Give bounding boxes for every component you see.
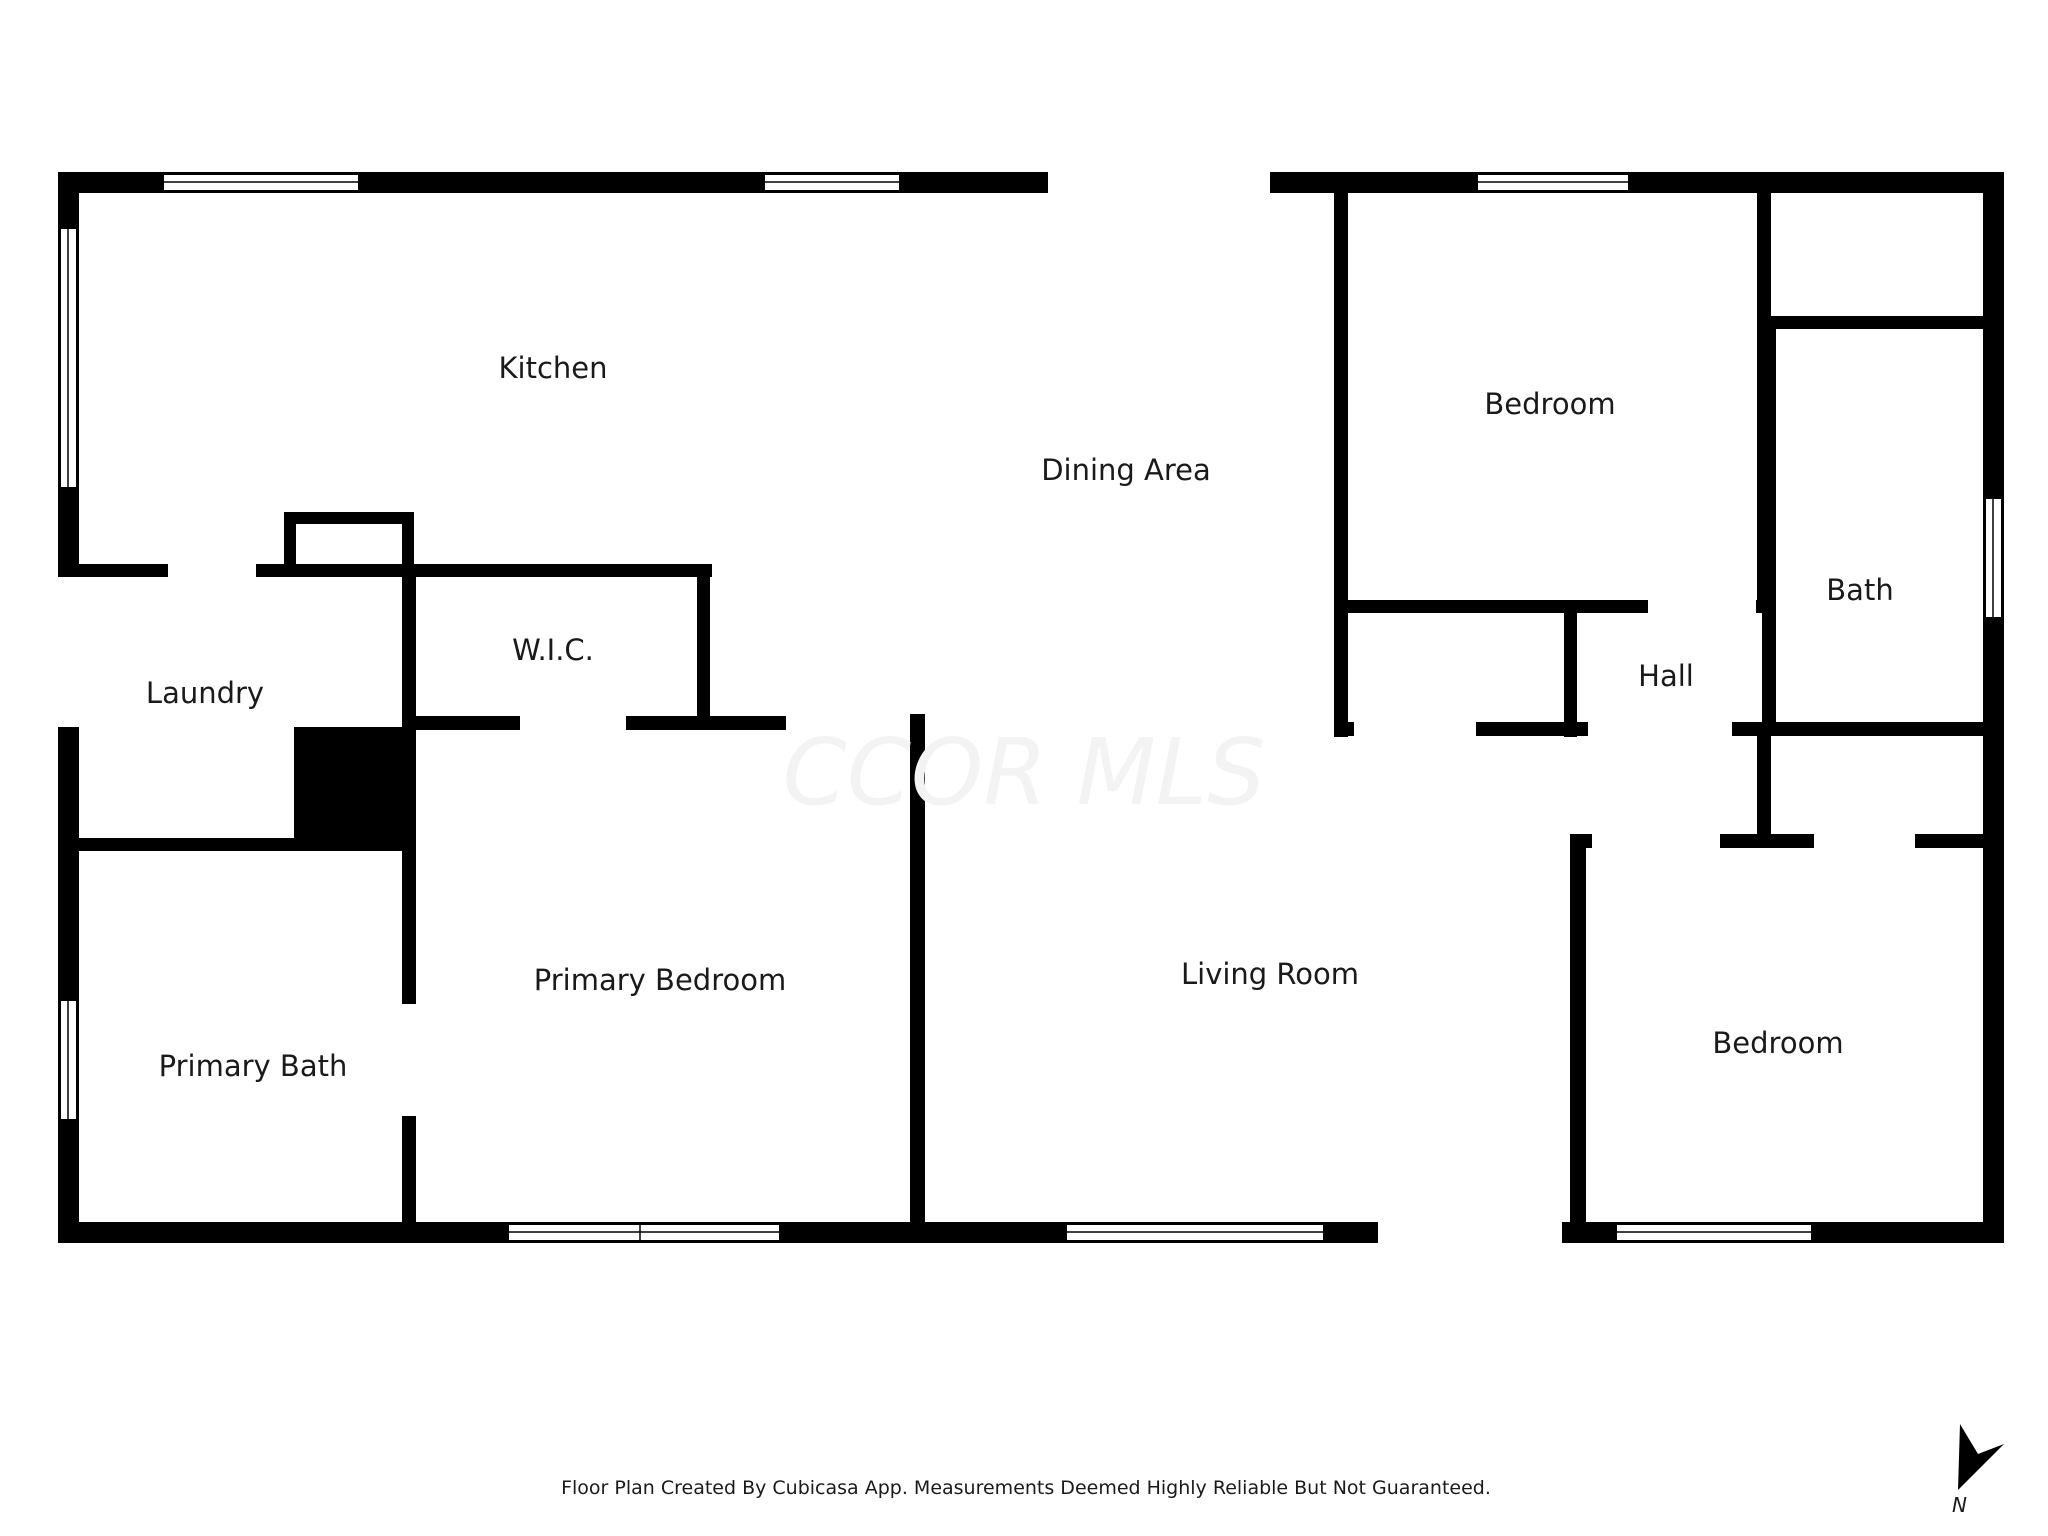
room-label-kitchen: Kitchen (499, 351, 608, 385)
interior-walls (58, 172, 2004, 1243)
room-label-primary-bath: Primary Bath (159, 1049, 348, 1083)
room-label-wic: W.I.C. (512, 633, 594, 667)
north-arrow-icon (1958, 1424, 2004, 1490)
room-label-hall: Hall (1638, 659, 1694, 693)
exterior-walls (58, 172, 2004, 1243)
room-label-bedroom-bottom: Bedroom (1712, 1026, 1843, 1060)
room-label-living-room: Living Room (1181, 957, 1359, 991)
room-label-bath: Bath (1826, 573, 1893, 607)
room-label-dining-area: Dining Area (1041, 453, 1211, 487)
watermark: CCOR MLS (782, 719, 1265, 826)
windows (59, 173, 2003, 1242)
room-label-bedroom-top: Bedroom (1484, 387, 1615, 421)
room-label-laundry: Laundry (146, 676, 264, 710)
room-label-primary-bedroom: Primary Bedroom (534, 963, 786, 997)
compass-n-label: N (1952, 1493, 1967, 1517)
footer-note: Floor Plan Created By Cubicasa App. Meas… (561, 1477, 1491, 1499)
